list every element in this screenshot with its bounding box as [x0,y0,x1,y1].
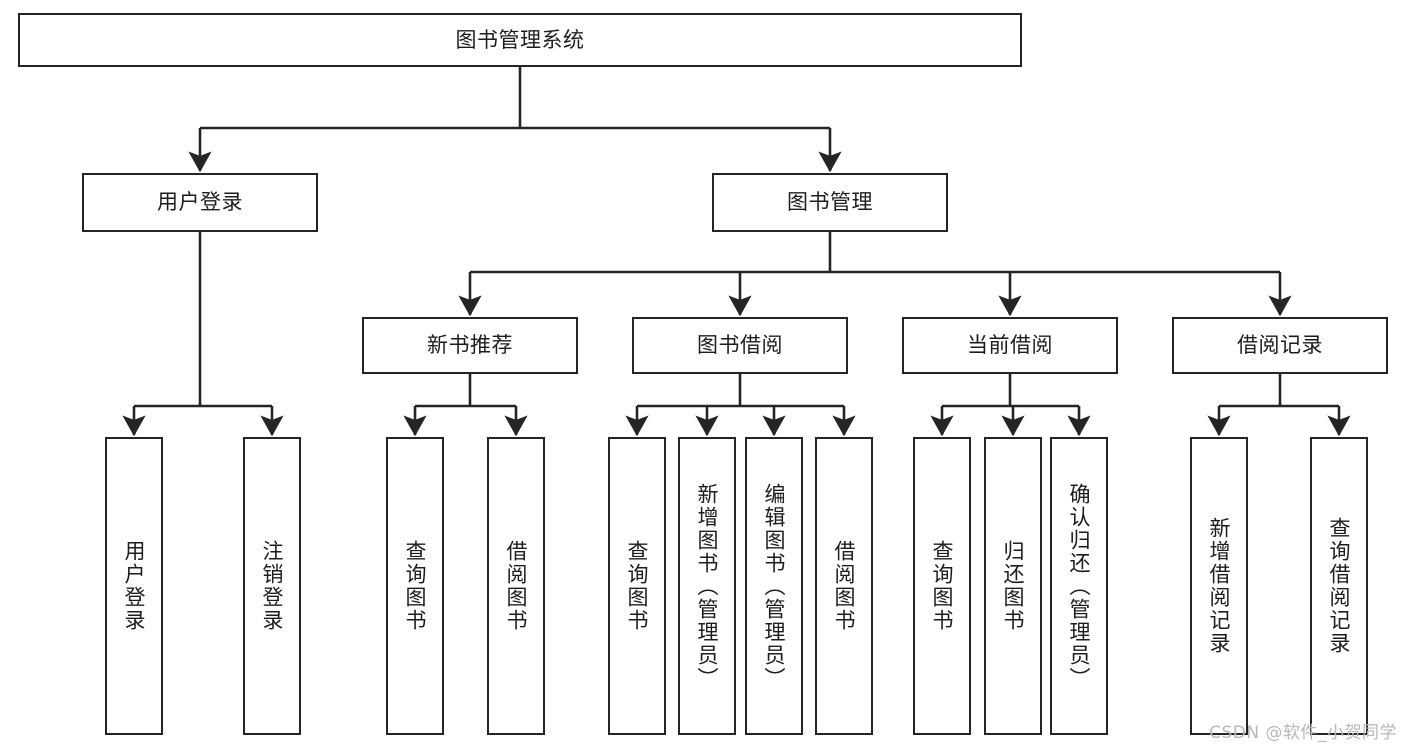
node-leaf-borrow-book-1[interactable]: 借阅图书 [487,437,545,735]
node-label: 用户登录 [157,190,243,215]
node-book-borrow[interactable]: 图书借阅 [632,317,848,374]
node-label: 用户登录 [122,540,147,632]
node-label: 新增借阅记录 [1207,517,1232,655]
node-label: 查询图书 [403,540,428,632]
node-label: 编辑图书（管理员） [762,482,787,690]
node-label: 查询图书 [625,540,650,632]
node-leaf-query-record[interactable]: 查询借阅记录 [1310,437,1368,735]
node-label: 查询图书 [930,540,955,632]
node-label: 确认归还（管理员） [1067,482,1092,690]
node-leaf-confirm-return[interactable]: 确认归还（管理员） [1050,437,1108,735]
node-leaf-query-book-2[interactable]: 查询图书 [608,437,666,735]
watermark-text: CSDN @软件_小贺同学 [1209,723,1397,743]
node-new-book-rec[interactable]: 新书推荐 [362,317,578,374]
node-label: 注销登录 [260,540,285,632]
node-leaf-user-login[interactable]: 用户登录 [105,437,163,735]
node-label: 借阅图书 [504,540,529,632]
node-leaf-edit-book[interactable]: 编辑图书（管理员） [745,437,803,735]
node-leaf-borrow-book-2[interactable]: 借阅图书 [815,437,873,735]
node-label: 图书管理 [787,190,873,215]
node-label: 借阅图书 [832,540,857,632]
node-borrow-record[interactable]: 借阅记录 [1172,317,1388,374]
node-current-borrow[interactable]: 当前借阅 [902,317,1118,374]
node-label: 新增图书（管理员） [695,482,720,690]
node-label: 归还图书 [1001,540,1026,632]
node-leaf-query-book-1[interactable]: 查询图书 [386,437,444,735]
node-leaf-add-record[interactable]: 新增借阅记录 [1190,437,1248,735]
node-label: 图书借阅 [697,333,783,358]
node-label: 当前借阅 [967,333,1053,358]
node-leaf-query-book-3[interactable]: 查询图书 [913,437,971,735]
node-root[interactable]: 图书管理系统 [18,13,1022,67]
node-leaf-add-book[interactable]: 新增图书（管理员） [678,437,736,735]
node-label: 借阅记录 [1237,333,1323,358]
node-label: 查询借阅记录 [1327,517,1352,655]
node-label: 新书推荐 [427,333,513,358]
node-leaf-user-logout[interactable]: 注销登录 [243,437,301,735]
node-label: 图书管理系统 [455,27,585,52]
node-leaf-return-book[interactable]: 归还图书 [984,437,1042,735]
node-user-login[interactable]: 用户登录 [82,173,318,232]
node-book-manage[interactable]: 图书管理 [712,173,948,232]
